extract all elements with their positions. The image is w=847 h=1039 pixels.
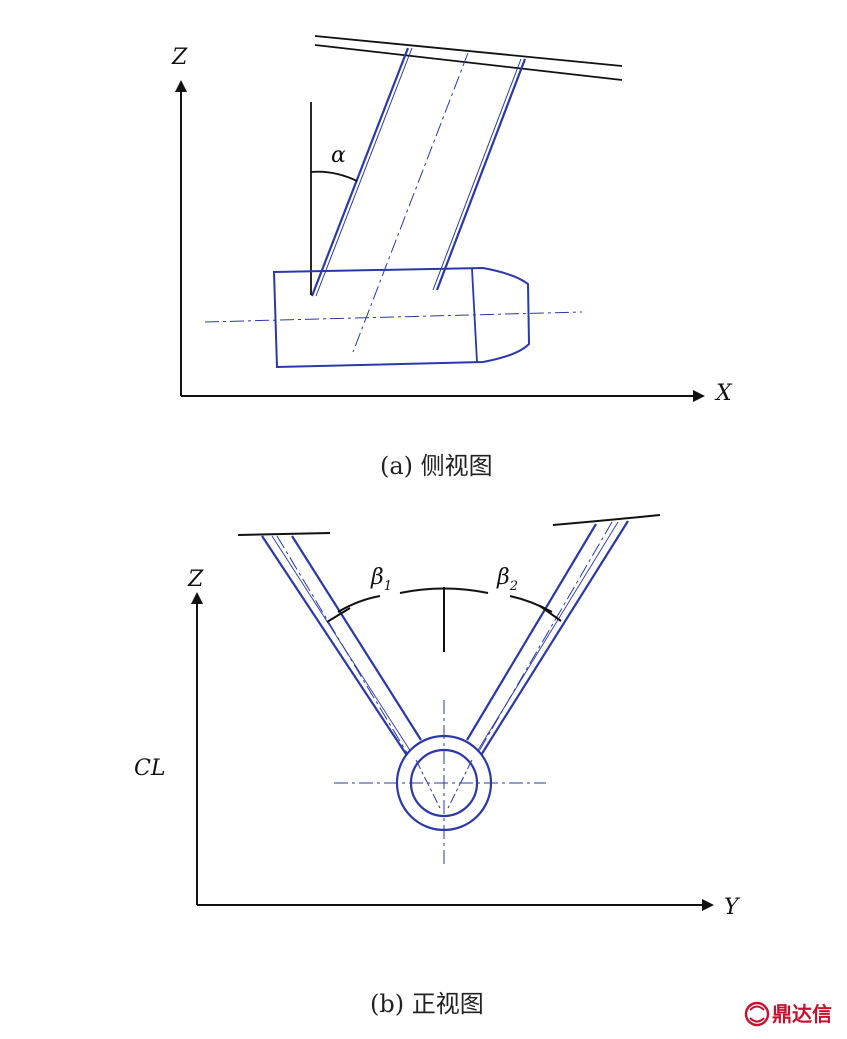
strut-left-edge xyxy=(310,47,410,297)
beta2-label: β2 xyxy=(496,565,518,594)
nacelle-body xyxy=(272,266,531,369)
front-view-caption: (b) 正视图 xyxy=(370,990,484,1018)
beta1-tick xyxy=(326,607,351,623)
beta1-arc xyxy=(337,595,381,613)
right-top-attachment xyxy=(552,514,661,526)
right-strut-outer xyxy=(477,520,629,761)
side-x-label: X xyxy=(714,381,733,406)
left-strut-outer xyxy=(261,535,411,761)
nacelle-divider xyxy=(471,268,478,363)
left-strut-centerline xyxy=(276,535,441,809)
strut-right-edge xyxy=(435,58,527,291)
nacelle-centerline xyxy=(204,311,583,323)
right-strut-thin xyxy=(474,521,619,756)
side-view: Z X α (a) 侧视图 xyxy=(171,35,733,480)
front-y-label: Y xyxy=(724,895,741,920)
top-center-arc xyxy=(399,587,489,594)
side-view-caption: (a) 侧视图 xyxy=(380,452,493,480)
beta2-arc xyxy=(509,595,553,613)
hub-left-ray xyxy=(415,759,441,809)
wing-line-top xyxy=(314,35,623,67)
beta1-label: β1 xyxy=(370,565,392,594)
beta2-tick xyxy=(539,605,562,622)
alpha-arc xyxy=(310,170,358,182)
front-view: Z Y CL β1 β2 (b) 正视图 xyxy=(134,514,741,1018)
left-strut-inner xyxy=(291,535,422,741)
hub-right-ray xyxy=(447,759,473,809)
strut-right-inner xyxy=(432,58,522,291)
brand-watermark: 鼎达信 xyxy=(744,1001,832,1027)
wing-line-bottom xyxy=(314,44,623,81)
brand-logo-icon xyxy=(744,1001,770,1027)
left-top-attachment xyxy=(237,532,331,536)
side-z-label: Z xyxy=(171,45,188,70)
beta1-subscript: 1 xyxy=(384,579,392,594)
right-strut-inner xyxy=(466,523,597,741)
front-z-label: Z xyxy=(187,567,204,592)
beta2-subscript: 2 xyxy=(509,579,518,594)
strut-left-inner xyxy=(315,47,413,297)
front-cl-label: CL xyxy=(134,756,165,781)
brand-watermark-text: 鼎达信 xyxy=(772,1002,832,1026)
alpha-label: α xyxy=(331,143,346,168)
strut-centerline xyxy=(352,52,469,353)
